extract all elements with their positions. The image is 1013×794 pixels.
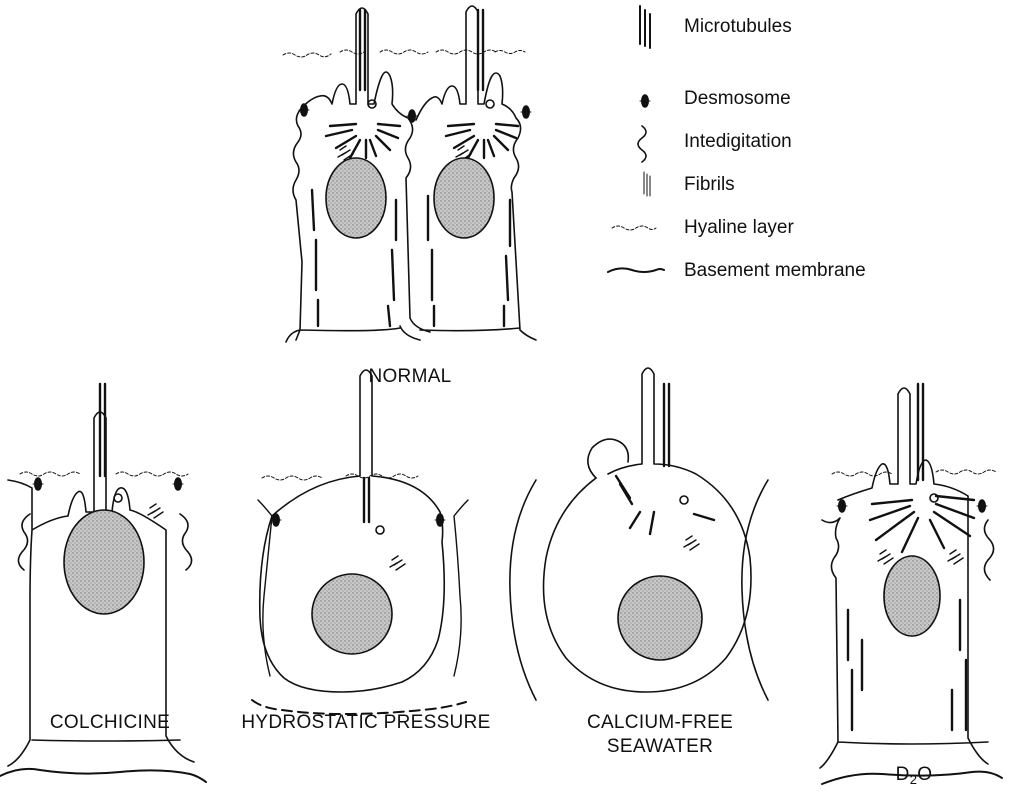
fibrils-icon (644, 172, 650, 196)
caption-calcium-free-line1: CALCIUM-FREE (560, 712, 760, 734)
caption-d2o-o: O (917, 764, 932, 785)
legend-label-fibrils: Fibrils (684, 174, 735, 196)
interdigitation-icon (638, 126, 646, 162)
microtubules-icon (640, 6, 650, 48)
hyaline-layer (283, 50, 525, 57)
caption-normal: NORMAL (360, 366, 460, 388)
colchicine-nucleus (64, 510, 144, 614)
caption-colchicine: COLCHICINE (20, 712, 200, 734)
d2o-nucleus (884, 556, 940, 636)
caption-d2o: D2O (874, 764, 954, 787)
hyaline-layer (832, 470, 996, 476)
caption-d2o-d: D (896, 764, 910, 785)
desmosome-icon (640, 95, 650, 107)
hyaline-icon (612, 226, 656, 230)
legend-label-interdigitation: Intedigitation (684, 131, 792, 153)
normal-right-nucleus (434, 158, 494, 238)
caption-hydrostatic-pressure: HYDROSTATIC PRESSURE (226, 712, 506, 734)
legend-label-hyaline-layer: Hyaline layer (684, 217, 794, 239)
normal-panel (283, 6, 536, 342)
calcium-panel (510, 368, 768, 700)
legend-label-basement-membrane: Basement membrane (684, 260, 866, 282)
legend-label-microtubules: Microtubules (684, 16, 792, 38)
basement-membrane-icon (608, 268, 664, 272)
calcium-nucleus (618, 576, 702, 660)
normal-left-nucleus (326, 158, 386, 238)
legend-symbols (608, 6, 664, 272)
d2o-panel (820, 384, 1002, 784)
pressure-nucleus (312, 574, 392, 654)
pressure-panel (252, 370, 468, 714)
legend-label-desmosome: Desmosome (684, 88, 791, 110)
caption-calcium-free-line2: SEAWATER (560, 736, 760, 758)
